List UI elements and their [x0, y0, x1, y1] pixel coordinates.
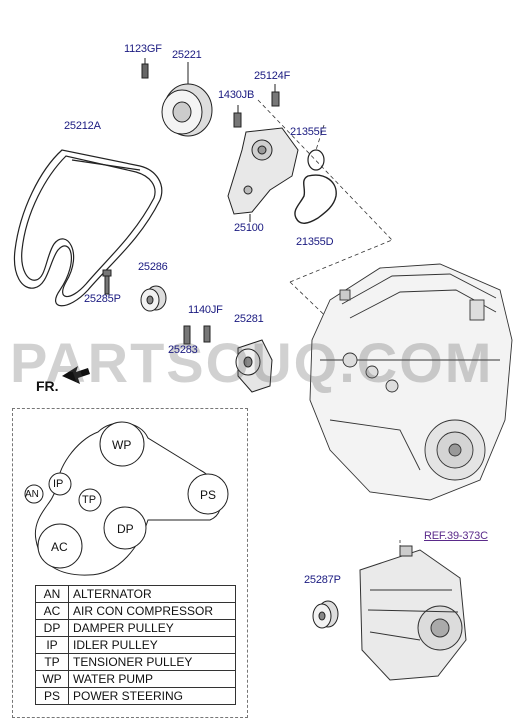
label-25283[interactable]: 25283: [168, 344, 198, 356]
bolt-1123gf: [141, 58, 149, 79]
legend-description: DAMPER PULLEY: [68, 619, 236, 637]
tensioner-assembly: [235, 339, 273, 393]
belt-schematic-frame: [12, 408, 248, 718]
label-25221[interactable]: 25221: [172, 49, 202, 61]
legend-description: IDLER PULLEY: [68, 636, 236, 654]
label-1140jf[interactable]: 1140JF: [188, 304, 223, 316]
legend-code: AC: [35, 602, 69, 620]
label-25287p[interactable]: 25287P: [304, 574, 341, 586]
bolt-25283: [183, 325, 191, 345]
label-25100[interactable]: 25100: [234, 222, 264, 234]
legend-description: ALTERNATOR: [68, 585, 236, 603]
legend-code: PS: [35, 687, 69, 705]
pulley-an: AN: [25, 489, 39, 500]
label-21355d[interactable]: 21355D: [296, 236, 334, 248]
idler-pulley: [140, 285, 167, 312]
gasket-21355e: [307, 149, 325, 171]
front-direction-arrow: [62, 366, 90, 384]
legend-code: WP: [35, 670, 69, 688]
legend-code: AN: [35, 585, 69, 603]
legend-code: DP: [35, 619, 69, 637]
label-25124f[interactable]: 25124F: [254, 70, 291, 82]
alternator-unit: [359, 545, 467, 681]
pulley-tp: TP: [82, 494, 97, 506]
engine-block: [309, 263, 513, 501]
bolt-1430jb: [233, 105, 242, 128]
bolt-1140jf: [203, 325, 211, 343]
alternator-pulley: [312, 600, 339, 629]
pulley-dp: DP: [117, 522, 134, 536]
water-pump-pulley: [161, 62, 213, 137]
label-25212a[interactable]: 25212A: [64, 120, 101, 132]
label-21355e[interactable]: 21355E: [290, 126, 327, 138]
label-25281[interactable]: 25281: [234, 313, 264, 325]
pulley-wp: WP: [112, 438, 132, 452]
label-1430jb[interactable]: 1430JB: [218, 89, 255, 101]
legend-description: POWER STEERING: [68, 687, 236, 705]
label-25285p[interactable]: 25285P: [84, 293, 121, 305]
legend-code: IP: [35, 636, 69, 654]
legend-description: TENSIONER PULLEY: [68, 653, 236, 671]
pulley-ac: AC: [51, 540, 68, 554]
label-25286[interactable]: 25286: [138, 261, 168, 273]
water-pump-body: [227, 127, 299, 222]
legend-description: WATER PUMP: [68, 670, 236, 688]
gasket-21355d: [294, 174, 337, 224]
label-1123gf[interactable]: 1123GF: [124, 43, 162, 55]
pulley-ip: IP: [53, 478, 64, 490]
belt-routing-schematic: [24, 421, 229, 576]
bolt-25285p: [102, 269, 112, 295]
legend-description: AIR CON COMPRESSOR: [68, 602, 236, 620]
bolt-25124f: [271, 84, 280, 107]
drive-belt: [13, 149, 163, 307]
front-direction-label: FR.: [36, 378, 59, 394]
reference-link[interactable]: REF.39-373C: [424, 530, 488, 542]
legend-code: TP: [35, 653, 69, 671]
watermark: PARTSOUQ.COM: [10, 331, 494, 394]
pulley-ps: PS: [200, 488, 217, 502]
